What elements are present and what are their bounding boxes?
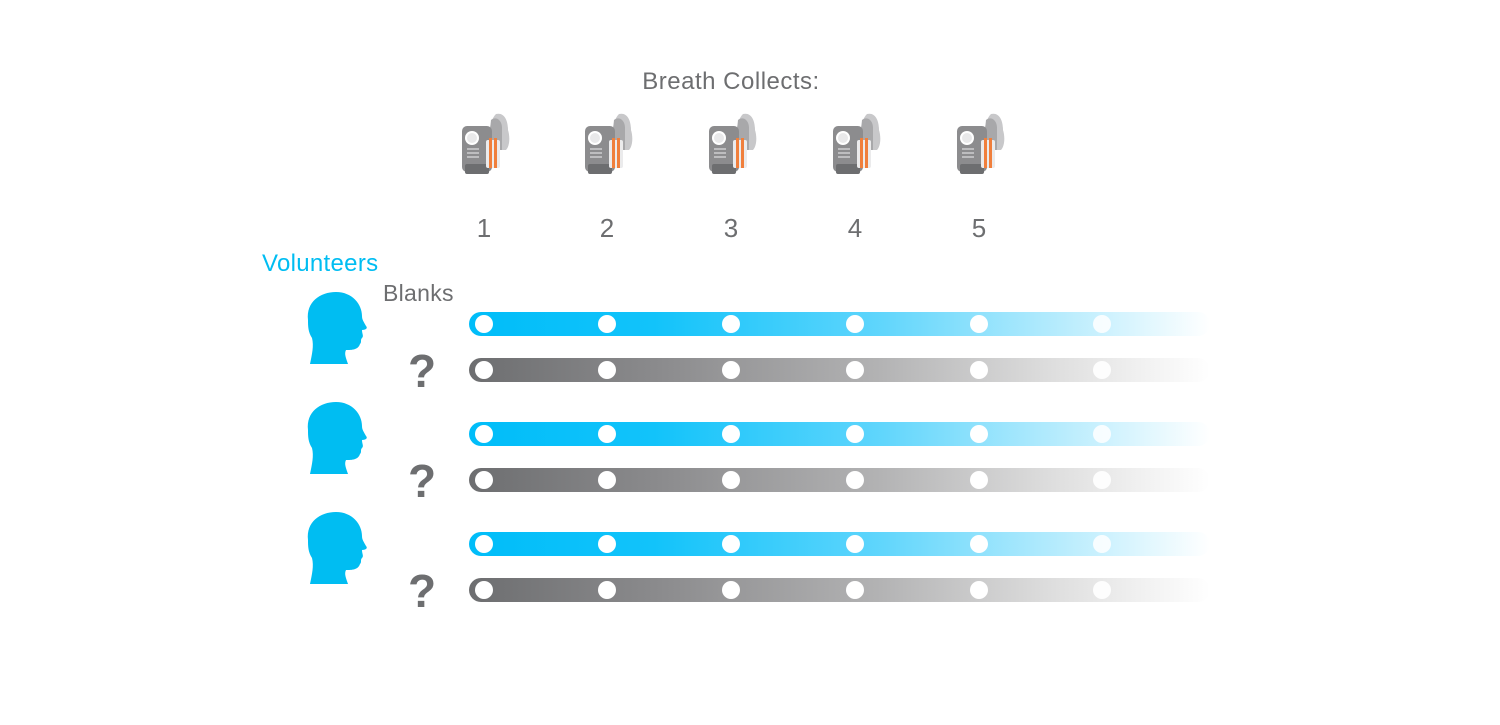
- sample-point: [475, 315, 493, 333]
- sample-point: [846, 581, 864, 599]
- breath-collector-icon: [581, 110, 641, 176]
- volunteer-sample-track: [469, 312, 1210, 336]
- sample-point: [1093, 581, 1111, 599]
- unknown-question-mark: ?: [407, 345, 437, 397]
- sample-point: [846, 425, 864, 443]
- sample-point: [598, 581, 616, 599]
- sample-point: [846, 471, 864, 489]
- blank-sample-track: [469, 468, 1210, 492]
- sample-point: [846, 535, 864, 553]
- collect-number-2: 2: [599, 213, 615, 243]
- blanks-label: Blanks: [383, 280, 454, 306]
- volunteer-head-icon: [302, 400, 368, 474]
- sample-point: [475, 425, 493, 443]
- blank-sample-track: [469, 358, 1210, 382]
- sample-point: [598, 535, 616, 553]
- sample-point: [970, 425, 988, 443]
- collect-number-5: 5: [971, 213, 987, 243]
- sample-point: [970, 471, 988, 489]
- sample-point: [722, 471, 740, 489]
- sample-point: [722, 535, 740, 553]
- volunteer-sample-track: [469, 422, 1210, 446]
- sample-point: [970, 535, 988, 553]
- sample-point: [1093, 315, 1111, 333]
- sample-point: [598, 315, 616, 333]
- blank-sample-track: [469, 578, 1210, 602]
- sample-point: [722, 361, 740, 379]
- volunteer-sample-track: [469, 532, 1210, 556]
- collect-number-4: 4: [847, 213, 863, 243]
- sample-point: [598, 425, 616, 443]
- sample-point: [1093, 361, 1111, 379]
- unknown-question-mark: ?: [407, 565, 437, 617]
- sample-point: [970, 361, 988, 379]
- sample-point: [722, 581, 740, 599]
- breath-collector-icon: [829, 110, 889, 176]
- sample-point: [722, 315, 740, 333]
- sample-point: [1093, 535, 1111, 553]
- sample-point: [475, 581, 493, 599]
- volunteers-label: Volunteers: [262, 250, 379, 277]
- breath-collector-icon: [458, 110, 518, 176]
- sample-point: [598, 471, 616, 489]
- sample-point: [1093, 425, 1111, 443]
- sample-point: [846, 361, 864, 379]
- sample-point: [475, 535, 493, 553]
- breath-collector-icon: [953, 110, 1013, 176]
- sample-point: [475, 471, 493, 489]
- sample-point: [970, 581, 988, 599]
- volunteer-head-icon: [302, 510, 368, 584]
- diagram-title: Breath Collects:: [642, 68, 820, 95]
- sample-point: [598, 361, 616, 379]
- volunteer-head-icon: [302, 290, 368, 364]
- sample-point: [970, 315, 988, 333]
- sample-point: [475, 361, 493, 379]
- sample-point: [722, 425, 740, 443]
- collect-number-3: 3: [723, 213, 739, 243]
- unknown-question-mark: ?: [407, 455, 437, 507]
- sample-point: [846, 315, 864, 333]
- sample-point: [1093, 471, 1111, 489]
- collect-number-1: 1: [476, 213, 492, 243]
- breath-collector-icon: [705, 110, 765, 176]
